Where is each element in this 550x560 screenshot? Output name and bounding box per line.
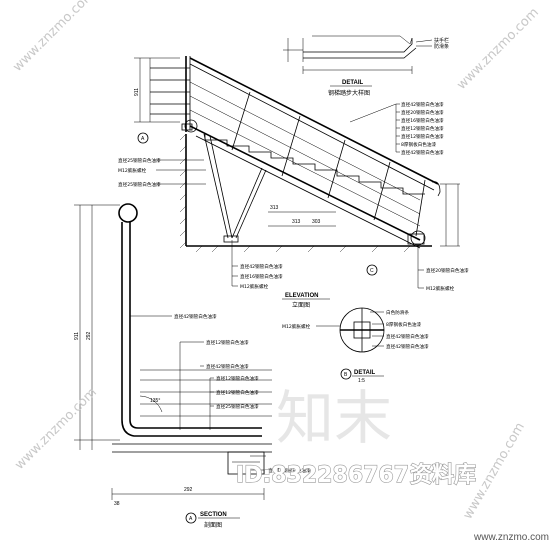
detail-b-title: DETAIL bbox=[354, 370, 376, 376]
tread-callout-2: 防滑条 bbox=[434, 43, 449, 50]
elev-callout-7: 直径42钢管白色油漆 bbox=[401, 149, 444, 156]
watermark-site-1: www.znzmo.com bbox=[10, 0, 98, 75]
detail-b-callout-4: 直径42钢管白色油漆 bbox=[386, 343, 429, 350]
elev-callout-11: 直径42钢管白色油漆 bbox=[240, 263, 283, 270]
section-dim-bottom: 292 bbox=[184, 487, 193, 493]
detail-b-callout-5: M12膨胀螺栓 bbox=[282, 323, 311, 330]
section-dim-small: 38 bbox=[114, 501, 120, 507]
watermark-brand-suffix: 资料库 bbox=[410, 463, 476, 488]
elev-callout-10: 直径25钢管白色油漆 bbox=[118, 181, 161, 188]
elev-callout-15: M12膨胀螺栓 bbox=[426, 285, 455, 292]
section-title: SECTION bbox=[200, 512, 227, 518]
tread-detail: 扶手栏 防滑条 DETAIL 钢梯踏步大样图 bbox=[283, 35, 449, 97]
elev-callout-13: M12膨胀螺栓 bbox=[240, 283, 269, 290]
section-callout-5: 直径12钢管白色油漆 bbox=[216, 389, 259, 396]
section-callout-2: 直径12钢管白色油漆 bbox=[206, 339, 249, 346]
elev-callout-1: 直径42钢管白色油漆 bbox=[401, 101, 444, 108]
elev-callout-3: 直径16钢管白色油漆 bbox=[401, 117, 444, 124]
section-callout-3: 直径42钢管白色油漆 bbox=[206, 363, 249, 370]
section-dim-total: 911 bbox=[74, 332, 80, 340]
watermark-site-2: www.znzmo.com bbox=[12, 385, 100, 473]
elev-callout-5: 直径12钢管白色油漆 bbox=[401, 133, 444, 140]
stair-section: 911 292 135° 292 38 bbox=[74, 203, 311, 529]
marker-a-elev: A bbox=[141, 136, 145, 142]
section-callout-7: 直径12钢管白色油漆 bbox=[268, 467, 311, 474]
elev-callout-6: 8厚钢板白色油漆 bbox=[401, 141, 436, 148]
elev-dim-3: 303 bbox=[312, 219, 321, 225]
section-dim-sub: 292 bbox=[86, 331, 92, 340]
tread-callout-1: 扶手栏 bbox=[434, 37, 449, 44]
detail-b: 白色防滑条 8厚钢板白色油漆 直径42钢管白色油漆 直径42钢管白色油漆 M12… bbox=[282, 307, 429, 384]
watermark-id: ID:832286767 bbox=[236, 463, 409, 488]
elev-dim-1: 313 bbox=[270, 205, 279, 211]
elev-callout-14: 直径20钢管白色油漆 bbox=[426, 267, 469, 274]
elev-dim-height: 911 bbox=[134, 88, 140, 96]
elev-callout-9: M12膨胀螺栓 bbox=[118, 167, 147, 174]
section-angle: 135° bbox=[150, 398, 160, 404]
detail-b-scale: 1:5 bbox=[358, 378, 365, 384]
section-callout-1: 直径42钢管白色油漆 bbox=[174, 313, 217, 320]
section-marker: A bbox=[189, 516, 193, 522]
elev-callout-8: 直径25钢管白色油漆 bbox=[118, 157, 161, 164]
elev-dim-2: 313 bbox=[292, 219, 301, 225]
section-subtitle: 剖面图 bbox=[204, 521, 222, 529]
section-callout-6: 直径25钢管白色油漆 bbox=[216, 403, 259, 410]
watermark-brand: 知末 bbox=[276, 384, 392, 452]
detail-b-callout-1: 白色防滑条 bbox=[386, 309, 409, 316]
watermark-corner-site: www.znzmo.com bbox=[473, 532, 549, 543]
stair-elevation: 911 bbox=[118, 56, 469, 309]
marker-c-elev: C bbox=[370, 268, 374, 274]
section-callout-4: 直径12钢管白色油漆 bbox=[216, 375, 259, 382]
elev-callout-4: 直径12钢管白色油漆 bbox=[401, 125, 444, 132]
detail-b-callout-2: 8厚钢板白色油漆 bbox=[386, 321, 421, 328]
elevation-subtitle: 立面图 bbox=[292, 301, 310, 309]
elev-callout-2: 直径20钢管白色油漆 bbox=[401, 109, 444, 116]
tread-detail-subtitle: 钢梯踏步大样图 bbox=[328, 89, 370, 97]
tread-detail-title: DETAIL bbox=[342, 80, 364, 86]
elev-callout-12: 直径16钢管白色油漆 bbox=[240, 273, 283, 280]
elevation-title: ELEVATION bbox=[285, 293, 318, 299]
detail-b-callout-3: 直径42钢管白色油漆 bbox=[386, 333, 429, 340]
detail-b-marker: B bbox=[344, 372, 348, 378]
watermark-site-3: www.znzmo.com bbox=[454, 5, 542, 93]
